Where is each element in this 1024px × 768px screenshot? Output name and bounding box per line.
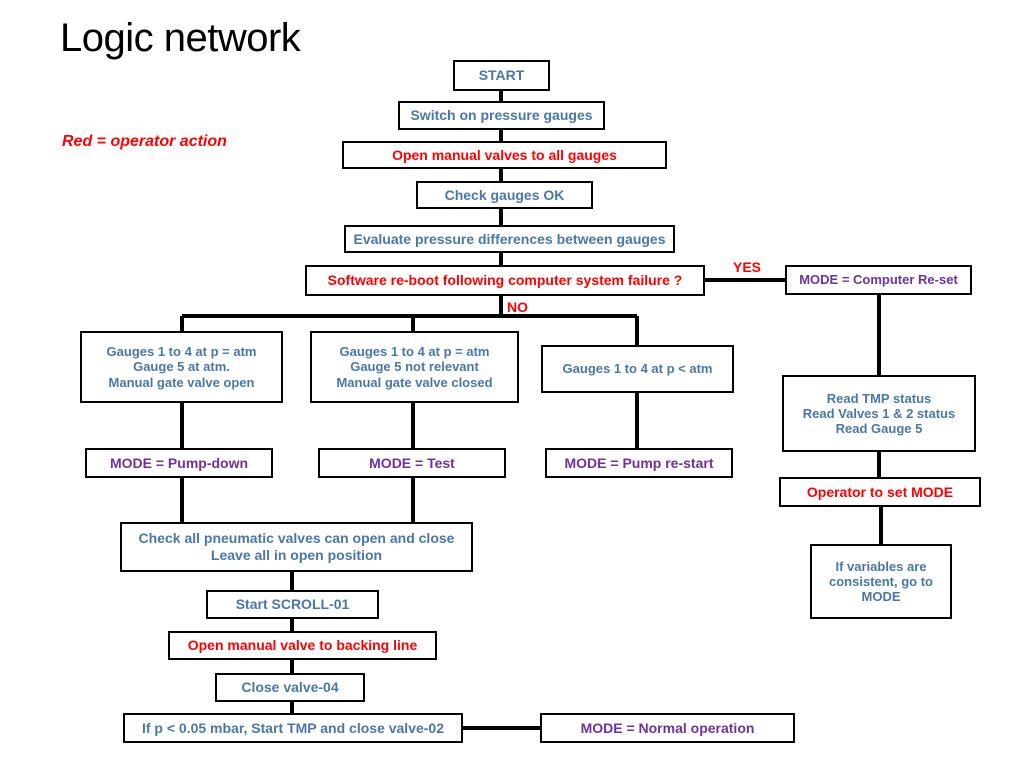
node-branch-gauges-atm-gate-open-line2: Gauge 5 at atm.	[133, 359, 230, 375]
node-switch-on-pressure-gauges[interactable]: Switch on pressure gauges	[398, 101, 605, 130]
legend-red-operator-action: Red = operator action	[62, 133, 227, 150]
node-start[interactable]: START	[453, 60, 550, 91]
node-branch-gauges-atm-gate-open-line3: Manual gate valve open	[108, 374, 255, 390]
node-branch-gauges-atm-gate-open[interactable]: Gauges 1 to 4 at p = atm Gauge 5 at atm.…	[80, 331, 283, 403]
node-operator-to-set-mode-label: Operator to set MODE	[806, 483, 954, 500]
node-mode-computer-reset-label: MODE = Computer Re-set	[799, 272, 958, 288]
node-branch-gauges-atm-gate-open-line1: Gauges 1 to 4 at p = atm	[106, 344, 257, 359]
node-switch-on-pressure-gauges-label: Switch on pressure gauges	[410, 107, 593, 124]
node-if-variables-consistent-line2: consistent, go to	[829, 573, 933, 589]
node-mode-pump-restart[interactable]: MODE = Pump re-start	[545, 448, 733, 478]
node-evaluate-pressure-differences[interactable]: Evaluate pressure differences between ga…	[344, 225, 675, 253]
edge-label-yes: YES	[733, 259, 762, 275]
node-start-scroll-01-label: Start SCROLL-01	[235, 596, 350, 613]
node-read-status[interactable]: Read TMP status Read Valves 1 & 2 status…	[782, 375, 976, 452]
node-if-p-start-tmp-close-valve-02[interactable]: If p < 0.05 mbar, Start TMP and close va…	[123, 713, 463, 743]
node-software-reboot-decision[interactable]: Software re-boot following computer syst…	[305, 265, 705, 296]
page-title: Logic network	[60, 16, 301, 60]
node-close-valve-04[interactable]: Close valve-04	[215, 673, 365, 702]
node-operator-to-set-mode[interactable]: Operator to set MODE	[779, 477, 981, 507]
node-check-all-pneumatic-valves-line1: Check all pneumatic valves can open and …	[138, 530, 455, 547]
node-mode-pump-restart-label: MODE = Pump re-start	[564, 454, 714, 471]
node-check-all-pneumatic-valves-line2: Leave all in open position	[210, 547, 383, 563]
node-open-manual-valves-all-gauges-label: Open manual valves to all gauges	[392, 146, 617, 163]
node-branch-gauges-atm-gate-closed-line2: Gauge 5 not relevant	[350, 359, 479, 375]
node-mode-test[interactable]: MODE = Test	[318, 448, 506, 478]
node-branch-gauges-below-atm-label: Gauges 1 to 4 at p < atm	[562, 361, 713, 377]
node-read-status-line3: Read Gauge 5	[835, 421, 923, 437]
node-close-valve-04-label: Close valve-04	[241, 679, 339, 696]
node-open-manual-valve-backing-line[interactable]: Open manual valve to backing line	[168, 631, 437, 660]
node-branch-gauges-atm-gate-closed-line3: Manual gate valve closed	[336, 374, 493, 390]
node-check-all-pneumatic-valves[interactable]: Check all pneumatic valves can open and …	[120, 522, 473, 572]
edge-label-no: NO	[507, 299, 528, 315]
node-open-manual-valve-backing-line-label: Open manual valve to backing line	[187, 637, 418, 654]
node-branch-gauges-atm-gate-closed-line1: Gauges 1 to 4 at p = atm	[339, 344, 490, 359]
node-mode-pump-down-label: MODE = Pump-down	[109, 454, 249, 471]
node-mode-computer-reset[interactable]: MODE = Computer Re-set	[785, 265, 972, 295]
node-if-variables-consistent-line1: If variables are	[835, 558, 927, 574]
node-software-reboot-decision-label: Software re-boot following computer syst…	[327, 272, 683, 289]
node-if-variables-consistent-line3: MODE	[861, 589, 901, 605]
node-if-p-start-tmp-close-valve-02-label: If p < 0.05 mbar, Start TMP and close va…	[141, 719, 445, 736]
node-check-gauges-ok-label: Check gauges OK	[444, 186, 565, 203]
node-mode-test-label: MODE = Test	[369, 454, 455, 471]
node-branch-gauges-below-atm[interactable]: Gauges 1 to 4 at p < atm	[541, 345, 734, 393]
node-mode-normal-operation-label: MODE = Normal operation	[580, 719, 755, 736]
node-evaluate-pressure-differences-label: Evaluate pressure differences between ga…	[353, 230, 666, 247]
node-read-status-line2: Read Valves 1 & 2 status	[802, 405, 956, 421]
node-branch-gauges-atm-gate-closed[interactable]: Gauges 1 to 4 at p = atm Gauge 5 not rel…	[310, 331, 519, 403]
node-mode-pump-down[interactable]: MODE = Pump-down	[85, 448, 273, 478]
node-start-label: START	[478, 67, 525, 84]
node-open-manual-valves-all-gauges[interactable]: Open manual valves to all gauges	[342, 141, 667, 169]
node-read-status-line1: Read TMP status	[826, 390, 932, 406]
node-start-scroll-01[interactable]: Start SCROLL-01	[206, 590, 379, 619]
node-check-gauges-ok[interactable]: Check gauges OK	[416, 181, 593, 209]
node-mode-normal-operation[interactable]: MODE = Normal operation	[540, 713, 795, 743]
node-if-variables-consistent[interactable]: If variables are consistent, go to MODE	[810, 544, 952, 619]
